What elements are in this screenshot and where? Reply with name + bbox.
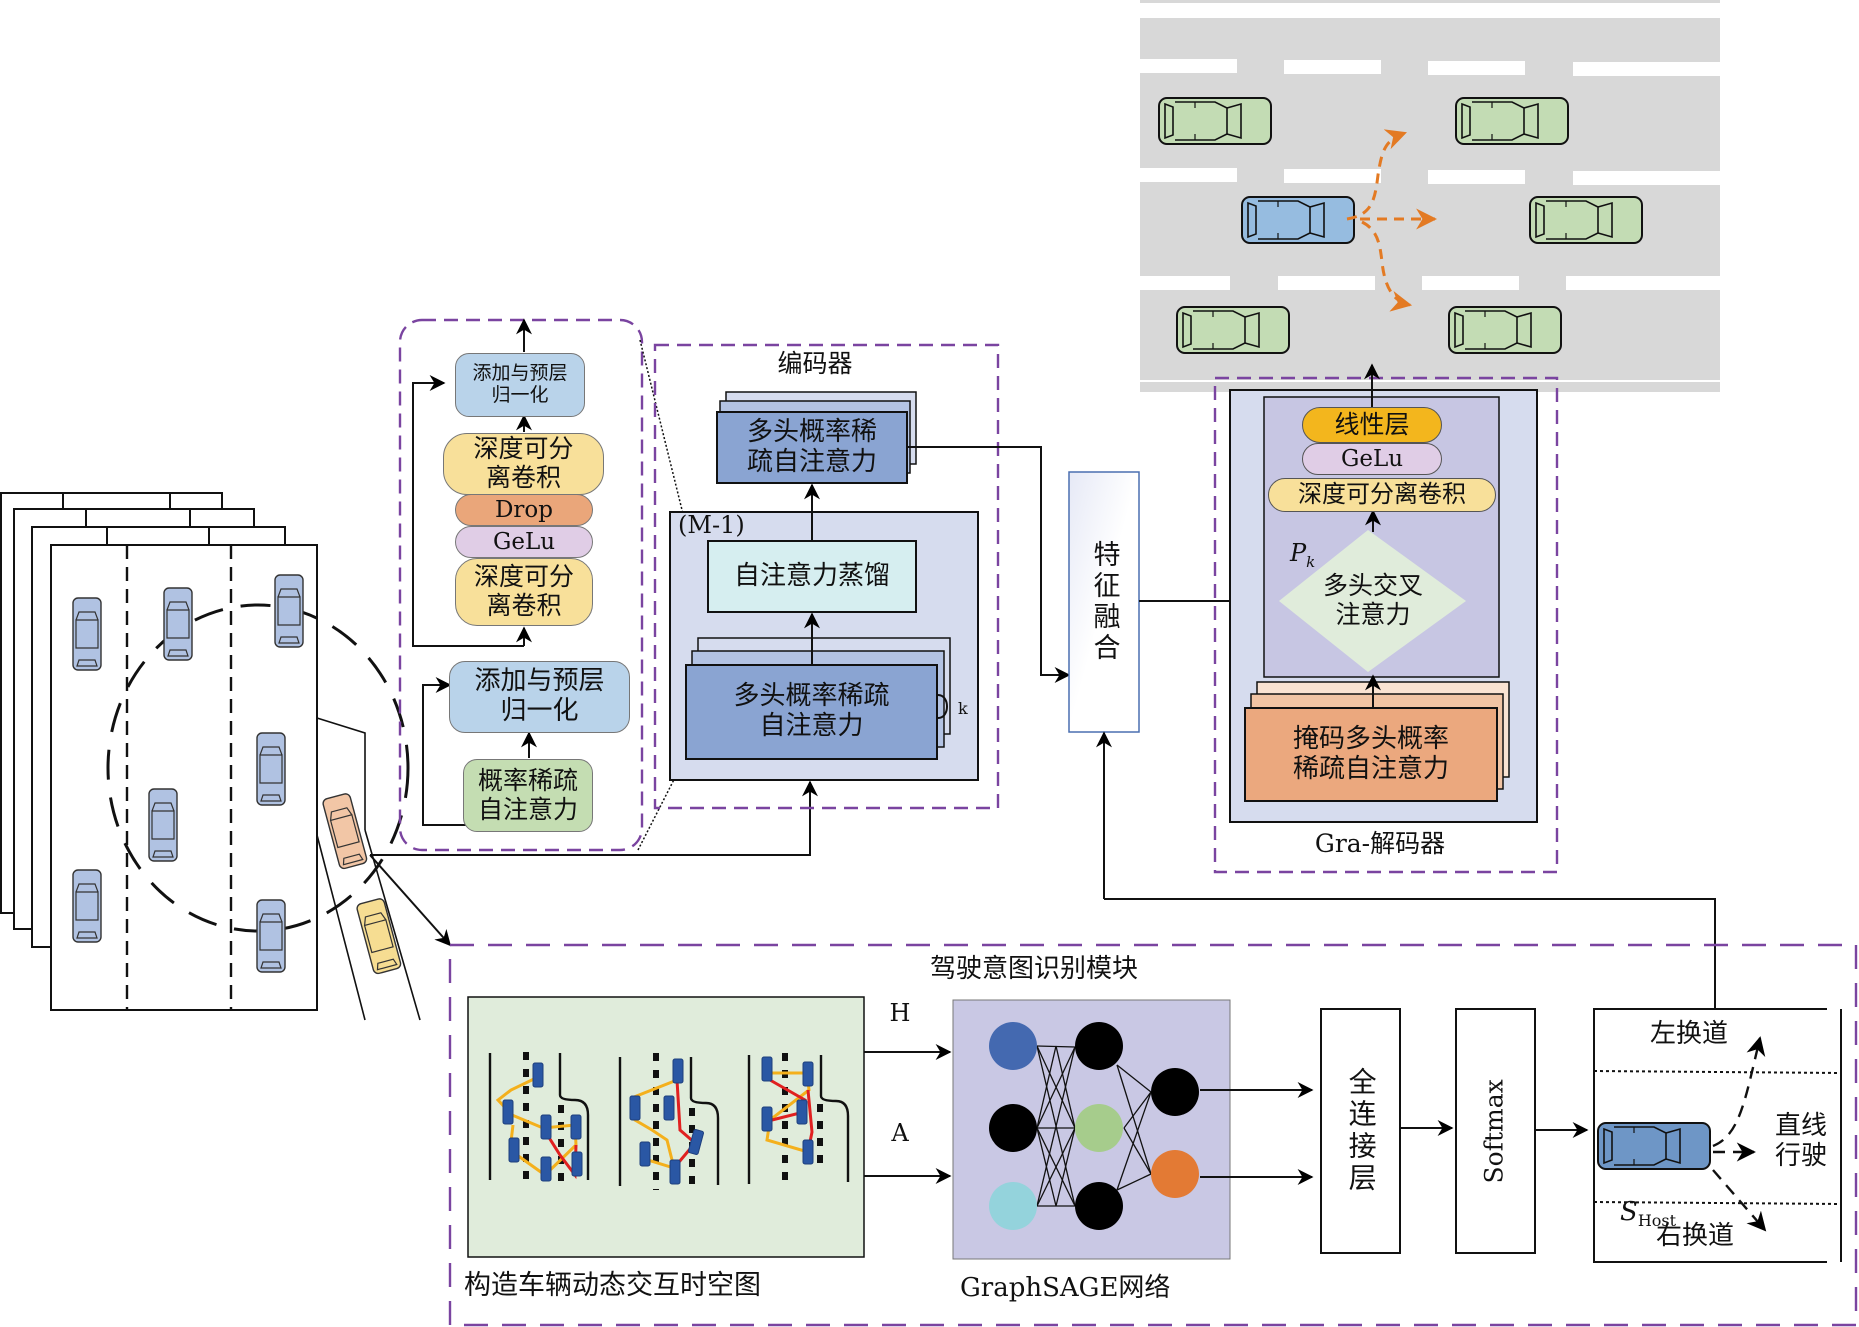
self-attn-distill-box: 自注意力蒸馏 <box>707 540 917 613</box>
ramp-car-icon <box>355 897 403 976</box>
pk-label: Pk <box>1290 512 1315 571</box>
loop-k-icon <box>937 694 948 719</box>
car-icon <box>256 732 286 806</box>
car-icon <box>148 788 178 862</box>
host-symbol: S <box>1620 1196 1638 1227</box>
cross-attention-diamond <box>1279 530 1466 672</box>
softmax-text: Softmax <box>1480 1078 1510 1184</box>
gnn-caption: GraphSAGE网络 <box>960 1273 1171 1303</box>
host-subscript: Host <box>1637 1211 1677 1231</box>
car-icon <box>256 899 286 973</box>
straight-label: 直线 行驶 <box>1774 1111 1827 1171</box>
edge-a-label: A <box>891 1119 909 1147</box>
car-green-icon <box>1158 97 1272 145</box>
encoder-bottom-attn-box: 多头概率稀疏 自注意力 <box>685 664 938 760</box>
interaction-graphs <box>488 1052 850 1190</box>
gnn-to-fc-arrows <box>1200 1082 1314 1185</box>
graph-to-gnn-arrows <box>864 1044 952 1184</box>
gnn-node-input-3 <box>989 1182 1037 1230</box>
pk-symbol: P <box>1290 538 1307 567</box>
road-scene <box>1140 0 1720 392</box>
car-icon <box>72 597 102 671</box>
car-icon <box>72 869 102 943</box>
lane-markings <box>1140 59 1720 290</box>
drop-box: Drop <box>455 494 593 526</box>
car-green-icon <box>1448 306 1562 354</box>
decoder-arrows <box>1364 363 1381 707</box>
host-state-label: SHost <box>1620 1168 1676 1230</box>
gnn-node-input-2 <box>989 1104 1037 1152</box>
encoder-border <box>653 343 1000 810</box>
gnn-edges <box>1036 1045 1152 1207</box>
decoder-title: Gra-解码器 <box>1314 829 1446 858</box>
add-norm-top-box: 添加与预层 归一化 <box>455 353 585 417</box>
add-norm-bottom-box: 添加与预层 归一化 <box>449 661 630 733</box>
sep-conv-bottom-box: 深度可分 离卷积 <box>455 558 593 626</box>
scene-connectors <box>369 780 818 947</box>
encoder-top-attn-box: 多头概率稀 疏自注意力 <box>716 411 908 484</box>
on-ramp <box>316 717 421 1021</box>
right-lane-change-label: 右换道 <box>1655 1221 1734 1251</box>
encoder-title: 编码器 <box>777 349 853 378</box>
right-change-arrow <box>1712 1169 1767 1232</box>
predicted-trajectories <box>1346 129 1438 312</box>
cross-attention-label: 多头交叉 注意力 <box>1322 571 1423 629</box>
linear-layer-box: 线性层 <box>1302 407 1442 443</box>
gnn-node-hidden-2 <box>1075 1104 1123 1152</box>
intent-output-panel <box>1593 1008 1842 1263</box>
trajectory-right-icon <box>1361 220 1413 312</box>
target-car-icon <box>321 792 369 871</box>
sep-conv-top-box: 深度可分 离卷积 <box>443 433 604 495</box>
feature-fusion-label: 特征融合 <box>1088 540 1120 664</box>
host-vehicle-icon <box>1597 1122 1711 1170</box>
pk-subscript: k <box>1306 552 1316 571</box>
intent-module-title: 驾驶意图识别模块 <box>930 954 1139 984</box>
feature-fusion-box <box>1068 471 1140 733</box>
frame-lane-dividers <box>125 545 318 1010</box>
decoder-sep-conv-box: 深度可分离卷积 <box>1268 478 1496 512</box>
car-icon <box>274 574 304 648</box>
fc-layer-label: 全连接层 <box>1344 1067 1378 1195</box>
car-icon <box>163 587 193 661</box>
fc-layer-box <box>1320 1008 1401 1254</box>
gnn-node-output-1 <box>1151 1068 1199 1116</box>
intent-module-border <box>448 943 1858 1327</box>
gnn-node-output-2 <box>1151 1150 1199 1198</box>
graph-caption: 构造车辆动态交互时空图 <box>464 1270 761 1301</box>
encoder-repeat-label: (M-1) <box>678 511 745 539</box>
edge-h-label: H <box>889 999 911 1027</box>
prob-sparse-attn-box: 概率稀疏 自注意力 <box>463 759 593 832</box>
gnn-node-hidden-1 <box>1075 1022 1123 1070</box>
gnn-nodes <box>989 1022 1199 1230</box>
decoder-gelu-box: GeLu <box>1302 443 1442 475</box>
car-green-icon <box>1455 97 1569 145</box>
loop-count-label: k <box>958 699 968 718</box>
left-lane-change-label: 左换道 <box>1649 1019 1728 1049</box>
gelu-box: GeLu <box>455 526 593 558</box>
left-change-arrow <box>1712 1036 1766 1148</box>
gnn-node-input-1 <box>989 1022 1037 1070</box>
masked-attn-box: 掩码多头概率 稀疏自注意力 <box>1244 707 1498 802</box>
host-car-icon <box>1241 196 1355 244</box>
gnn-node-hidden-3 <box>1075 1182 1123 1230</box>
interaction-graph-box <box>467 996 865 1258</box>
softmax-label: Softmax <box>1456 1009 1535 1253</box>
car-green-icon <box>1529 196 1643 244</box>
encoder-arrows <box>804 446 1071 683</box>
car-green-icon <box>1176 306 1290 354</box>
trajectory-left-icon <box>1346 129 1407 221</box>
